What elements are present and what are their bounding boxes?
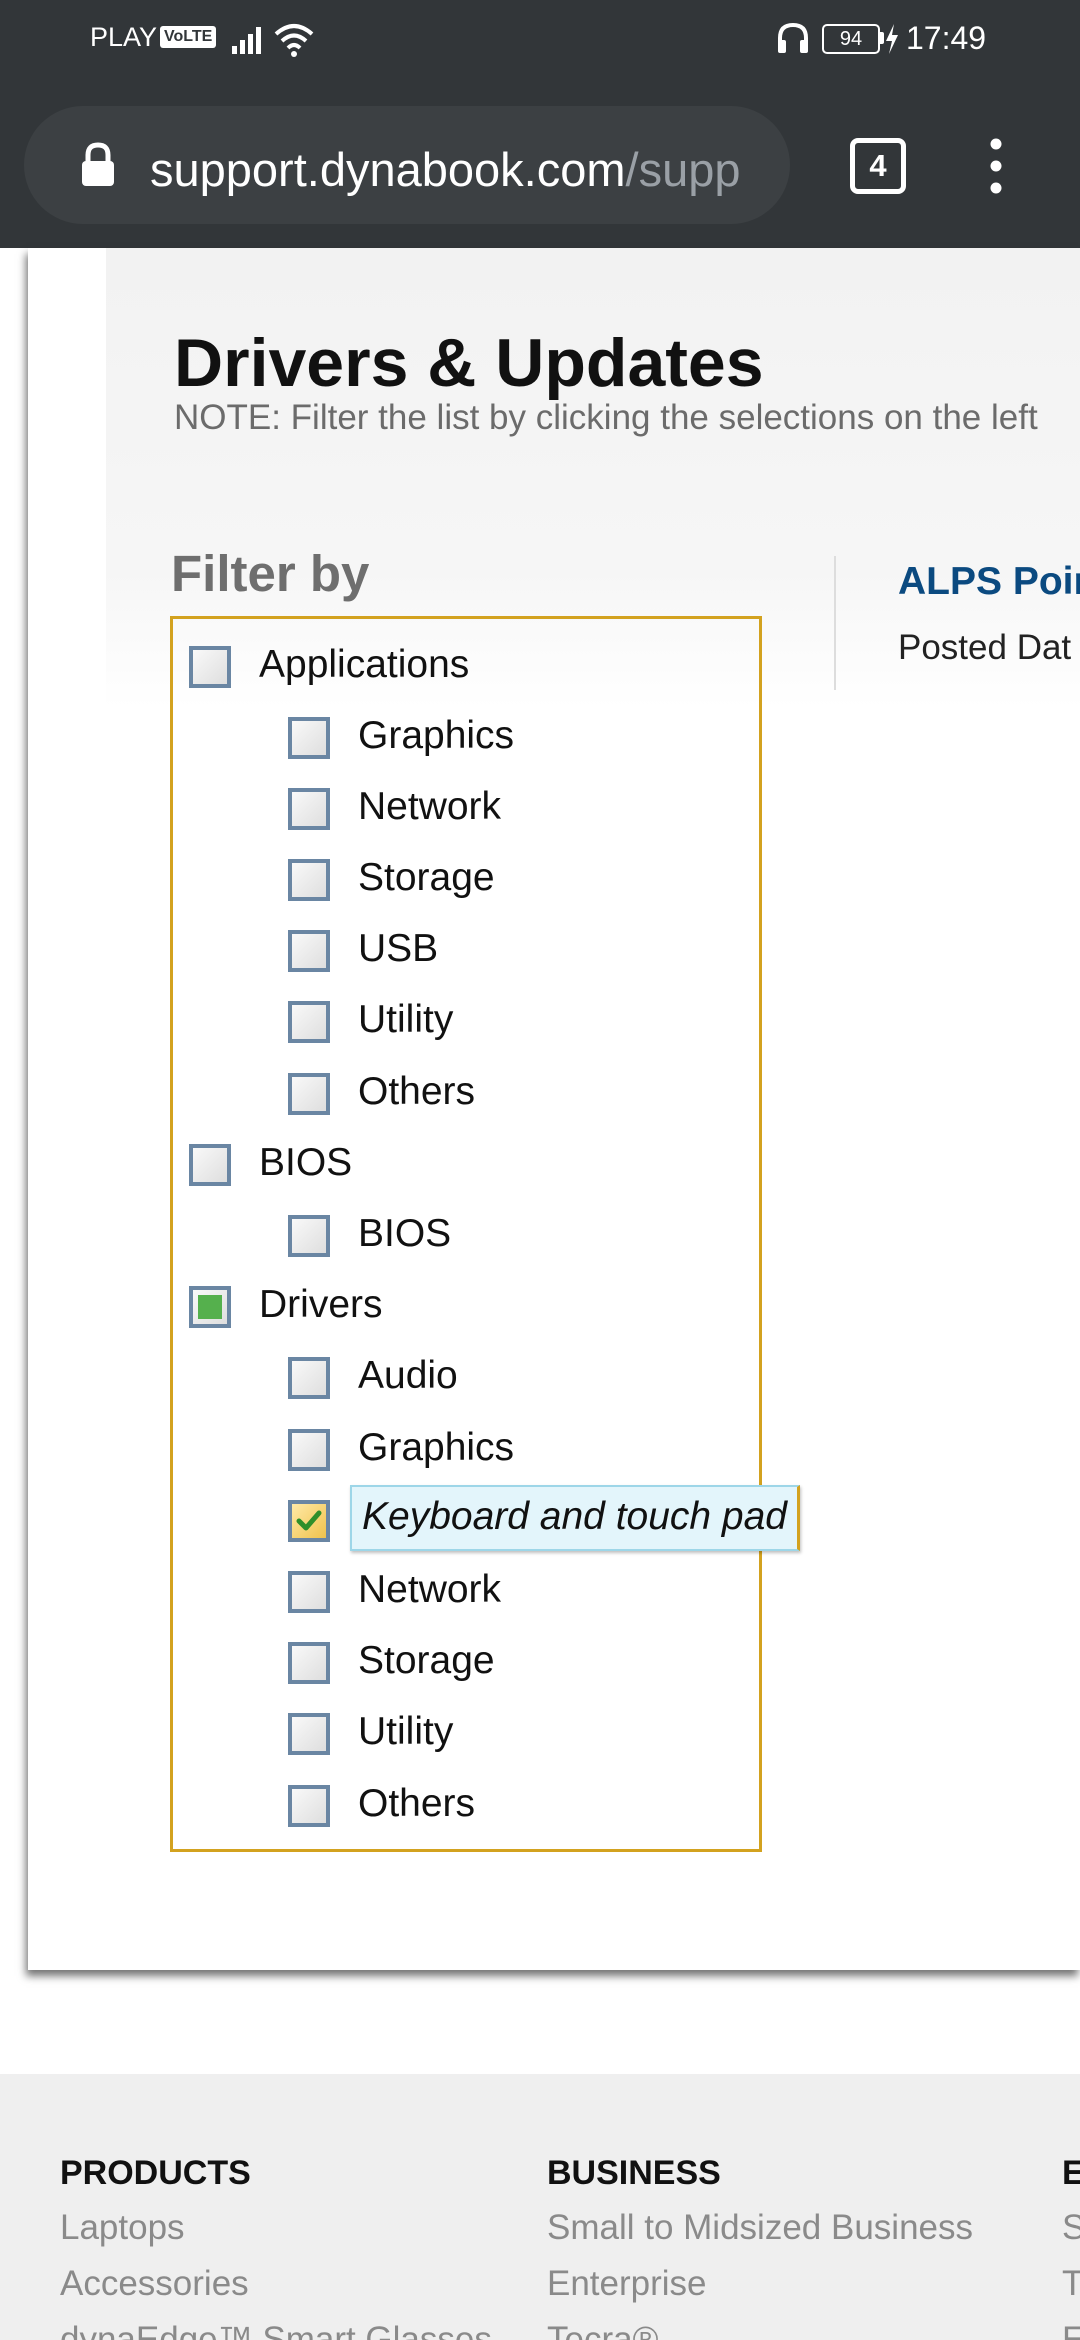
footer-heading: E [1062,2154,1080,2192]
filter-label-selected: Keyboard and touch pad [350,1485,801,1551]
checkbox-drivers-network[interactable] [288,1571,330,1613]
checkbox-drivers-others[interactable] [288,1785,330,1827]
battery-tip [880,32,884,44]
filter-label: Utility [358,998,454,1041]
checkbox-bios[interactable] [189,1144,231,1186]
footer-heading: BUSINESS [547,2154,721,2192]
filter-label: Network [358,785,502,828]
footer-column-partial: E S T E [1062,2154,1080,2340]
result-posted-date: Posted Dat [898,628,1072,667]
filter-label: Utility [358,1710,454,1753]
filter-panel: Applications Graphics Network Storage US… [170,616,801,1852]
filter-label: USB [358,927,439,970]
wifi-icon [274,24,314,57]
tab-switcher-button[interactable]: 4 [850,138,906,194]
filter-label: Applications [259,643,470,686]
checkmark-icon [296,1510,322,1531]
footer-column-business: BUSINESS Small to Midsized Business Ente… [547,2154,973,2340]
url-path: /supp [625,144,741,196]
footer-link[interactable]: T [1062,2264,1080,2303]
results-divider [834,556,836,690]
footer-column-products: PRODUCTS Laptops Accessories dynaEdge™ S… [60,2154,492,2340]
checkbox-applications-storage[interactable] [288,859,330,901]
page-content-card: Drivers & Updates NOTE: Filter the list … [28,248,1080,1970]
footer-link[interactable]: dynaEdge™ Smart Glasses [60,2320,492,2340]
url-host: support.dynabook.com [150,144,626,196]
footer-link[interactable]: E [1062,2320,1080,2340]
headset-icon [778,22,808,53]
page-note: NOTE: Filter the list by clicking the se… [174,398,1038,437]
checkbox-drivers-storage[interactable] [288,1642,330,1684]
charging-icon [886,24,898,54]
volte-badge: VoLTE [160,26,217,48]
browser-toolbar: support.dynabook.com/supp 4 [0,80,1080,248]
result-title-link[interactable]: ALPS Poin [898,560,1080,603]
filter-label: Storage [358,856,495,899]
site-footer: PRODUCTS Laptops Accessories dynaEdge™ S… [0,2074,1080,2340]
footer-link[interactable]: Accessories [60,2264,249,2303]
filter-label: Graphics [358,714,515,757]
footer-link[interactable]: Laptops [60,2208,185,2247]
filter-label: Others [358,1782,476,1825]
status-bar: PLAY VoLTE 94 17:49 [0,0,1080,80]
filter-label: BIOS [259,1141,353,1184]
filter-label: Network [358,1568,502,1611]
checkbox-applications[interactable] [189,646,231,688]
footer-link[interactable]: Enterprise [547,2264,707,2303]
checkbox-drivers-graphics[interactable] [288,1429,330,1471]
checkbox-drivers-audio[interactable] [288,1357,330,1399]
footer-link[interactable]: Tecra® [547,2320,659,2340]
checkbox-applications-utility[interactable] [288,1001,330,1043]
filter-heading: Filter by [171,545,370,602]
battery-level: 94 [822,24,880,54]
checkbox-applications-others[interactable] [288,1073,330,1115]
lock-icon [82,142,114,186]
filter-label: Others [358,1070,476,1113]
filter-label: Graphics [358,1426,515,1469]
url-text[interactable]: support.dynabook.com/supp [150,144,790,196]
carrier-name: PLAY [90,22,158,52]
footer-link[interactable]: S [1062,2208,1080,2247]
checkbox-applications-usb[interactable] [288,930,330,972]
checkbox-bios-bios[interactable] [288,1215,330,1257]
filter-label: Drivers [259,1283,383,1326]
checkbox-drivers[interactable] [189,1286,231,1328]
footer-heading: PRODUCTS [60,2154,251,2192]
battery-indicator: 94 [822,24,894,54]
filter-label: Audio [358,1354,458,1397]
more-options-icon[interactable] [978,138,1014,194]
clock: 17:49 [906,20,987,56]
checkbox-applications-graphics[interactable] [288,717,330,759]
page-title: Drivers & Updates [174,325,764,401]
filter-label: BIOS [358,1212,452,1255]
checkbox-drivers-keyboard-touchpad[interactable] [288,1500,330,1542]
signal-strength-icon [232,27,261,54]
checkbox-drivers-utility[interactable] [288,1713,330,1755]
address-bar[interactable]: support.dynabook.com/supp [24,106,790,224]
header-band [106,248,1080,708]
filter-label: Storage [358,1639,495,1682]
checkbox-applications-network[interactable] [288,788,330,830]
footer-link[interactable]: Small to Midsized Business [547,2208,973,2247]
